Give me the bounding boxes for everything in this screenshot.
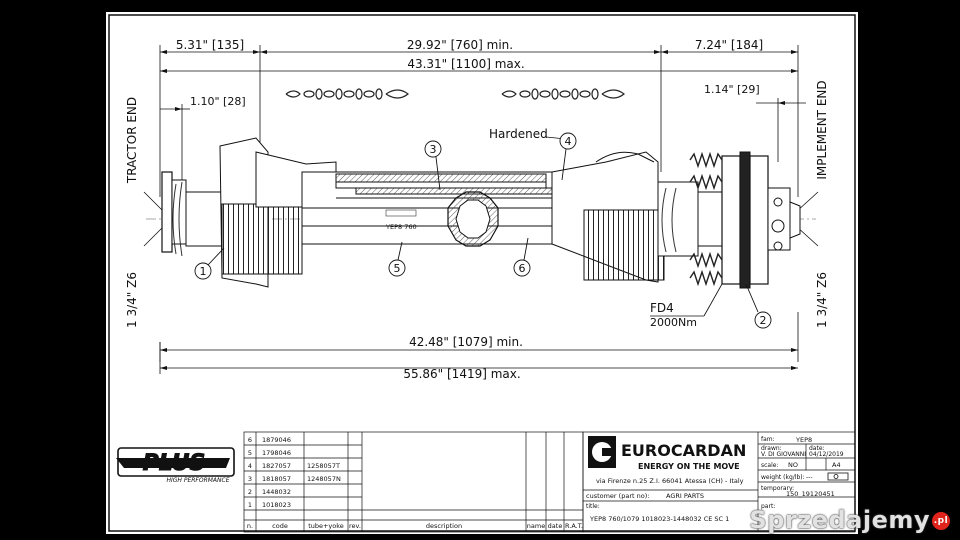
right-spline-label: 1 3/4" Z6 [815, 272, 829, 328]
scale-label: scale: [761, 462, 778, 469]
callouts [194, 132, 772, 329]
hdr-tube-yoke: tube+yoke [308, 522, 344, 530]
row-1-code: 1018023 [262, 501, 291, 509]
row-5-n: 5 [248, 449, 252, 457]
guard-bellows-right [583, 209, 665, 281]
date-value: 04/12/2019 [809, 451, 844, 458]
hdr-date: date [548, 522, 563, 530]
company-name: EUROCARDAN [621, 441, 746, 460]
pto-shaft [146, 137, 816, 289]
left-spline-label: 1 3/4" Z6 [125, 272, 139, 328]
dimension-lines [159, 45, 806, 374]
callout-6 [513, 259, 531, 277]
hardened-label: Hardened [489, 127, 548, 141]
company-slogan: ENERGY ON THE MOVE [638, 462, 740, 471]
plus-tagline: HIGH PERFORMANCE [166, 477, 229, 484]
row-2-n: 2 [248, 488, 252, 496]
company-address: via Firenze n.25 Z.I. 66041 Atessa (CH) … [596, 477, 744, 485]
row-4-n: 4 [248, 462, 252, 470]
callout-2-text: 2 [760, 314, 767, 327]
date-label: date: [809, 445, 825, 452]
row-3-code: 1818057 [262, 475, 291, 483]
watermark-badge: .pl [932, 512, 950, 530]
drawn-label: drawn: [761, 445, 782, 452]
callout-4 [559, 132, 577, 150]
sheet-border [108, 14, 856, 532]
safety-chain-left [285, 88, 409, 100]
callout-6-text: 6 [519, 262, 526, 275]
hdr-description: description [426, 522, 462, 530]
row-6-code: 1879046 [262, 436, 291, 444]
plus-logo-text: PLUS [143, 451, 206, 476]
dim-top-center: 29.92" [760] min. [407, 38, 513, 52]
clutch-plate-2 [739, 151, 751, 289]
dim-top-right: 7.24" [184] [695, 38, 763, 52]
technical-drawing: 5.31" [135] 29.92" [760] min. 7.24" [184… [108, 14, 856, 533]
dim-overall-max: 43.31" [1100] max. [407, 57, 524, 71]
weight-value: --- [806, 474, 813, 481]
parts-table [243, 431, 584, 533]
guard-bellows-left [221, 203, 303, 275]
dim-left-small: 1.10" [28] [190, 95, 246, 108]
fam-label: fam: [761, 436, 775, 443]
hdr-n: n. [247, 522, 253, 530]
row-1-n: 1 [248, 501, 252, 509]
customer-value: AGRI PARTS [666, 492, 704, 500]
tractor-end-label: TRACTOR END [125, 97, 139, 184]
eurocardan-logo: EUROCARDAN ENERGY ON THE MOVE [588, 436, 746, 471]
callout-4-text: 4 [565, 135, 572, 148]
fam-value: YEP8 [795, 436, 812, 444]
title-label: title: [586, 503, 600, 510]
hdr-code: code [272, 522, 288, 530]
hdr-rev: rev. [349, 522, 361, 530]
hdr-name: name [527, 522, 545, 530]
tube-mark-label: YEP8 760 [385, 223, 417, 231]
drawn-value: V. DI GIOVANNI [761, 451, 806, 458]
scale-value: NO [788, 461, 798, 469]
fd4-label: FD4 [650, 301, 674, 315]
callout-5-text: 5 [394, 262, 401, 275]
weight-icon [827, 472, 849, 481]
quick-release-collar [161, 171, 173, 253]
safety-chain-right [501, 88, 625, 100]
dim-top-left: 5.31" [135] [176, 38, 244, 52]
row-6-n: 6 [248, 436, 252, 444]
hdr-rat: R.A.T. [565, 522, 583, 530]
implement-end-label: IMPLEMENT END [815, 80, 829, 179]
title-value: YEP8 760/1079 1018023-1448032 CE SC 1 [589, 515, 729, 523]
clutch-springs [689, 151, 723, 287]
title-block [582, 431, 856, 533]
inner-tube-section [355, 187, 557, 195]
callout-5 [388, 259, 406, 277]
callout-1-text: 1 [200, 265, 207, 278]
row-2-code: 1448032 [262, 488, 291, 496]
temporary-value: 150_19120451 [786, 490, 835, 498]
drawing-sheet: 5.31" [135] 29.92" [760] min. 7.24" [184… [106, 12, 858, 534]
row-3-tube: 1248057N [307, 475, 341, 483]
callout-3-text: 3 [430, 143, 437, 156]
watermark-text: Sprzedajemy [749, 506, 930, 534]
row-3-n: 3 [248, 475, 252, 483]
callout-3 [424, 140, 442, 158]
dim-bottom-max: 55.86" [1419] max. [403, 367, 520, 381]
row-4-tube: 1258057T [307, 462, 340, 470]
plus-logo: PLUS HIGH PERFORMANCE [116, 447, 235, 484]
dim-right-small: 1.14" [29] [704, 83, 760, 96]
sprzedajemy-watermark: Sprzedajemy.pl [749, 506, 950, 534]
part-label: part: [761, 503, 775, 510]
temporary-label: temporary: [761, 485, 794, 492]
callout-2 [754, 311, 772, 329]
weight-label: weight (kg/lb): [761, 474, 805, 481]
row-5-code: 1798046 [262, 449, 291, 457]
customer-label: customer (part no): [586, 492, 649, 500]
torque-label: 2000Nm [650, 316, 697, 329]
size-value: A4 [832, 461, 841, 469]
dim-bottom-min: 42.48" [1079] min. [409, 335, 523, 349]
row-4-code: 1827057 [262, 462, 291, 470]
dimension-arrows [160, 50, 798, 370]
callout-1 [194, 262, 212, 280]
clutch-plate-1 [721, 155, 741, 285]
outer-tube-section [335, 173, 547, 183]
